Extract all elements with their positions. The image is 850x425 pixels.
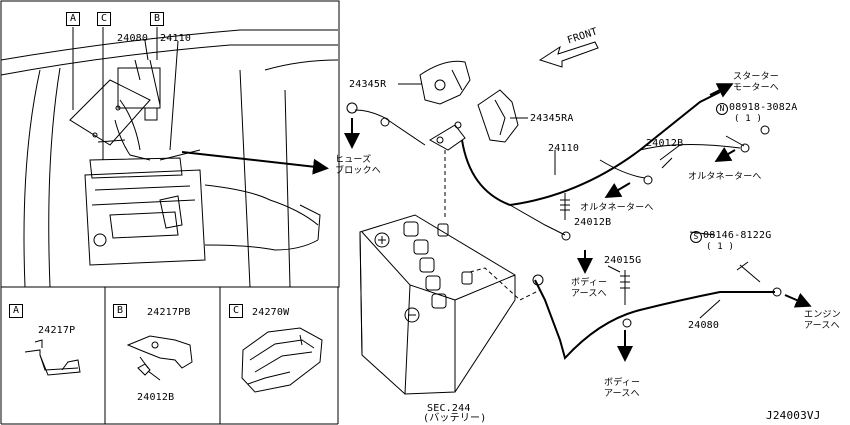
dest-body-lower-2: アースへ [604,389,640,399]
inset-label-24080: 24080 [117,33,149,44]
diagram-code: J24003VJ [766,409,821,422]
label-24012B-mid: 24012B [574,217,612,228]
detail-b-part: 24217PB [147,307,191,318]
inset-label-24110: 24110 [160,33,192,44]
detail-b-letter: B [113,304,127,318]
dest-starter-1: スターター [733,72,780,82]
detail-c-letter: C [229,304,243,318]
label-24345R: 24345R [349,79,387,90]
detail-a-letter: A [9,304,23,318]
dest-body-upper-1: ボディー [571,278,608,288]
battery-ref: SEC.244 [427,403,471,414]
bolt-s-number: 08146-8122G [703,230,772,241]
detail-a-part: 24217P [38,325,76,336]
bolt-n-qty: ( 1 ) [734,114,763,124]
dest-alternator-lower: オルタネーターへ [580,203,654,213]
dest-alternator-upper: オルタネーターへ [688,172,762,182]
engine-bay-inset [0,0,340,288]
bolt-s-qty: ( 1 ) [706,242,735,252]
dest-fuse-1: ヒューズ [335,155,372,165]
dest-fuse-2: ブロックへ [335,166,382,176]
inset-callout-b: B [150,12,164,26]
bolt-n-number: 08918-3082A [729,102,798,113]
label-24012B-top: 24012B [646,138,684,149]
inset-callout-a: A [66,12,80,26]
label-24080: 24080 [688,320,720,331]
label-24110: 24110 [548,143,580,154]
detail-panels [0,287,339,425]
bolt-n-symbol: N [716,103,728,115]
battery-name: (バッテリー) [423,413,487,424]
dest-starter-2: モーターへ [733,83,780,93]
label-24015G: 24015G [604,255,642,266]
inset-callout-c: C [97,12,111,26]
dest-body-lower-1: ボディー [604,378,641,388]
bolt-s-symbol: S [690,231,702,243]
label-24345RA: 24345RA [530,113,574,124]
detail-b-sub-part: 24012B [137,392,175,403]
dest-body-upper-2: アースへ [571,289,607,299]
battery-drawing [359,214,516,395]
detail-c-part: 24270W [252,307,290,318]
dest-engine-1: エンジン [804,310,841,320]
dest-engine-2: アースへ [804,321,840,331]
